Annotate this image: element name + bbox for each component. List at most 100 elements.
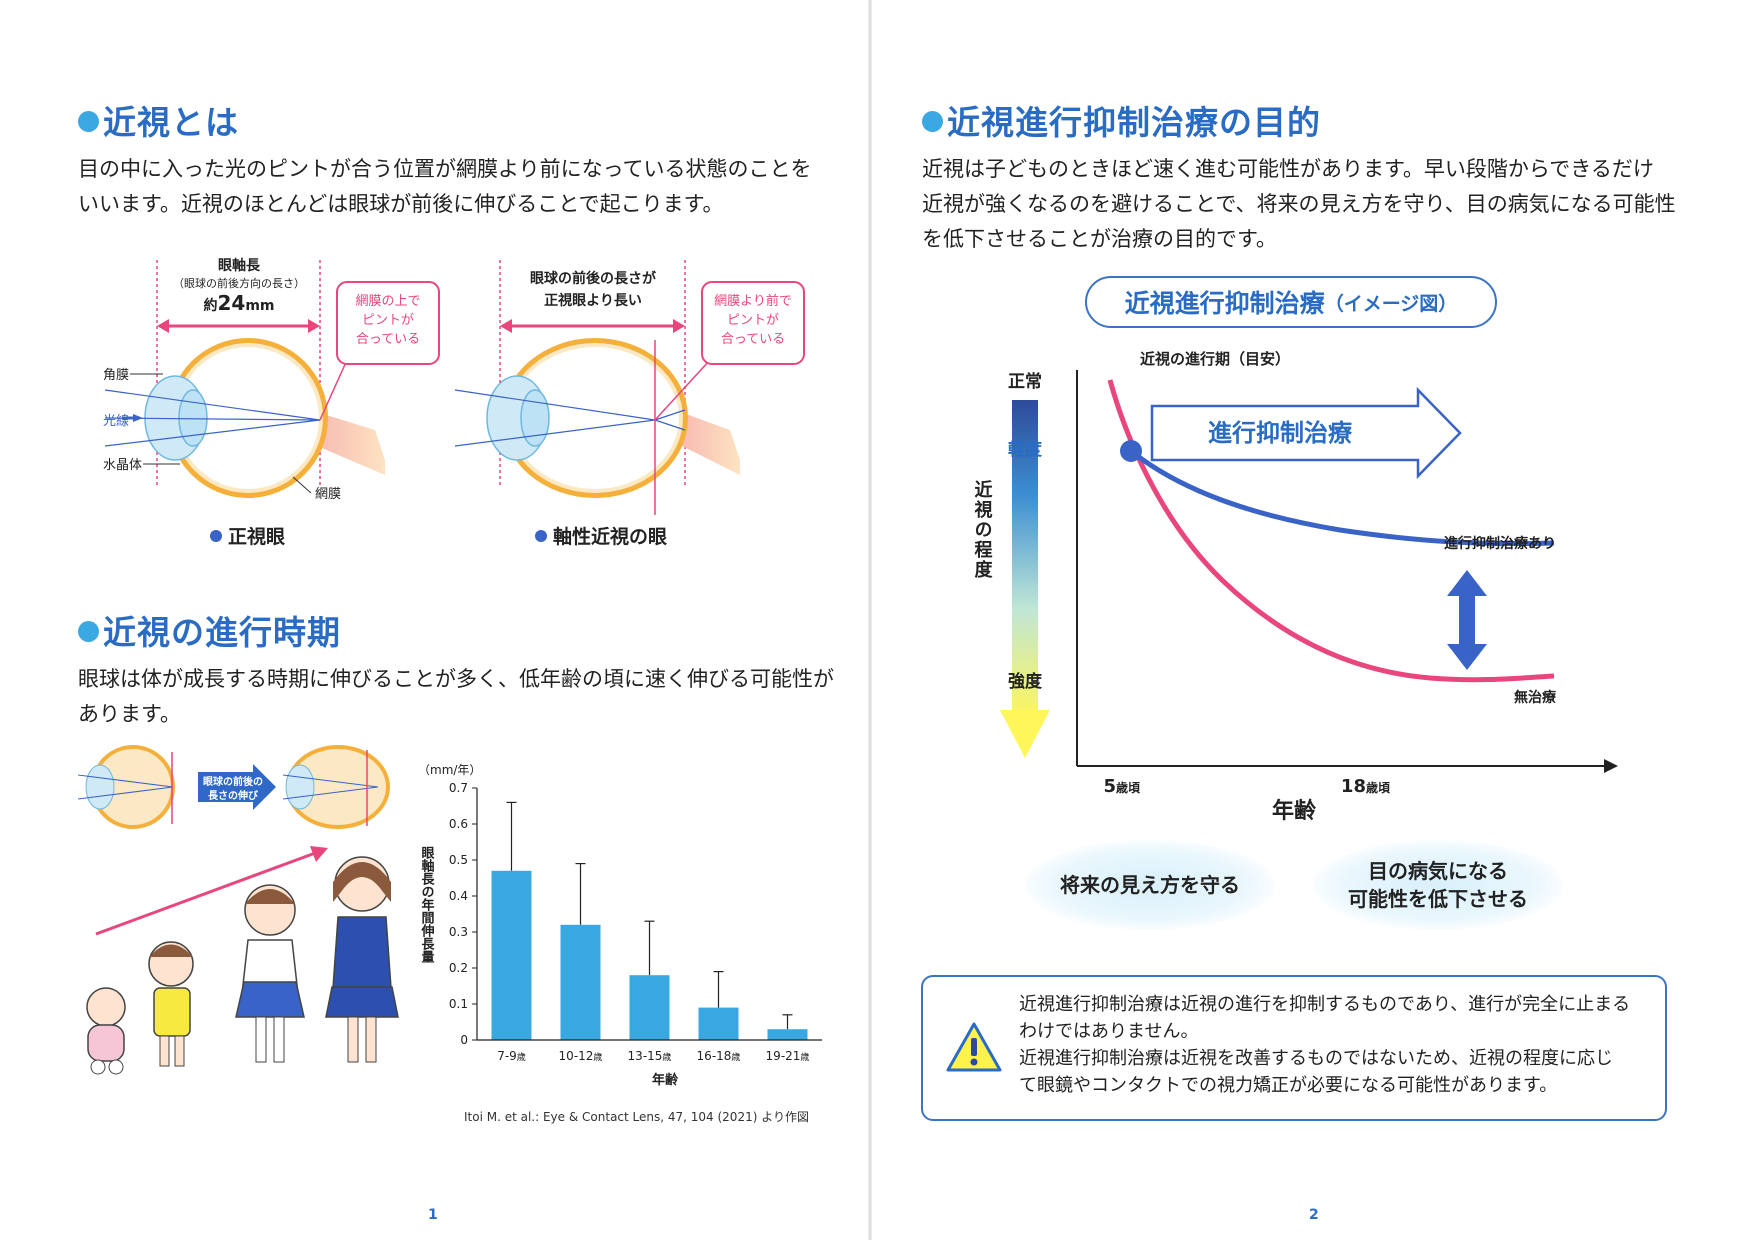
myopic-eye: 眼球の前後の長さが 正視眼より長い 網膜より前で ピントが 合っている — [454, 260, 805, 548]
axial-growth-bar-chart: （mm/年） 眼軸長の年間伸長量 00.10.20.30.40.50.60.7 … — [418, 763, 822, 1088]
caption-myopic-eye: 軸性近視の眼 — [553, 525, 667, 548]
y-tick-label: 0.7 — [449, 781, 468, 795]
callout-text: ピントが — [727, 313, 779, 328]
scale-mild-label: 軽度 — [1008, 439, 1043, 460]
callout-text: 合っている — [356, 332, 420, 347]
y-tick-label: 0.2 — [449, 961, 468, 975]
page-1: 近視とは 目の中に入った光のピントが合う位置が網膜より前になっている状態のことを… — [0, 0, 868, 1240]
heading-myopia: 近視とは — [78, 96, 239, 144]
caution-notice-box: 近視進行抑制治療は近視の進行を抑制するものであり、進行が完全に止まる わけではあ… — [921, 975, 1667, 1121]
y-axis-label: 近視の程度 — [972, 479, 994, 580]
chart-x-ticks: 7-9歳 10-12歳 13-15歳 16-18歳 19-21歳 — [497, 1049, 809, 1063]
page-number: 1 — [428, 1207, 438, 1223]
normal-eye: 眼軸長 （眼球の前後方向の長さ） 約24mm 角膜 光線 水晶体 — [103, 257, 440, 548]
treated-curve — [1129, 449, 1555, 547]
benefit-protect-vision: 将来の見え方を守る — [1025, 840, 1275, 930]
small-eye-left — [78, 745, 175, 829]
y-tick-label: 0.1 — [449, 997, 468, 1011]
progression-description: 眼球は体が成長する時期に伸びることが多く、低年齢の頃に速く伸びる可能性が ありま… — [78, 662, 858, 732]
caution-line: 近視進行抑制治療は近視を改善するものではないため、近視の程度に応じ — [1019, 1048, 1613, 1069]
axial-length-value: 約24mm — [203, 291, 274, 315]
x-tick-label: 19-21歳 — [766, 1049, 810, 1063]
myopia-description: 目の中に入った光のピントが合う位置が網膜より前になっている状態のことを いいます… — [78, 152, 858, 222]
myopic-note: 正視眼より長い — [544, 292, 642, 309]
benefit-reduce-disease-risk: 目の病気になる可能性を低下させる — [1313, 840, 1563, 930]
severity-arrow-head — [1000, 710, 1050, 758]
growth-illustration: 眼球の前後の 長さの伸び — [78, 745, 399, 1075]
schoolgirl-figure — [235, 884, 305, 1063]
page-gutter — [868, 0, 872, 1240]
eye-diagrams: 眼軸長 （眼球の前後方向の長さ） 約24mm 角膜 光線 水晶体 — [103, 257, 805, 548]
benefit-text: 将来の見え方を守る — [1060, 873, 1240, 897]
x-tick-label: 10-12歳 — [559, 1049, 603, 1063]
heading-progression-period: 近視の進行時期 — [78, 606, 341, 654]
untreated-line-label: 無治療 — [1514, 689, 1557, 706]
heading-text: 近視進行抑制治療の目的 — [947, 103, 1321, 142]
myopic-note: 眼球の前後の長さが — [530, 270, 657, 287]
student-figure — [325, 856, 399, 1063]
para-line: いいます。近視のほとんどは眼球が前後に伸びることで起こります。 — [78, 192, 724, 216]
label-retina: 網膜 — [315, 487, 341, 502]
y-tick-label: 0 — [460, 1033, 468, 1047]
child-figure — [148, 941, 194, 1067]
scale-strong-label: 強度 — [1008, 671, 1043, 692]
treatment-purpose-description: 近視は子どものときほど速く進む可能性があります。早い段階からできるだけ 近視が強… — [922, 152, 1712, 257]
para-line: 眼球は体が成長する時期に伸びることが多く、低年齢の頃に速く伸びる可能性が — [78, 667, 834, 691]
bar — [491, 870, 532, 1040]
para-line: 近視は子どものときほど速く進む可能性があります。早い段階からできるだけ — [922, 157, 1654, 181]
heading-text: 近視とは — [103, 103, 239, 142]
callout-text: 合っている — [721, 332, 785, 347]
para-line: 目の中に入った光のピントが合う位置が網膜より前になっている状態のことを — [78, 157, 812, 181]
x-tick-label: 16-18歳 — [697, 1049, 741, 1063]
heading-treatment-purpose: 近視進行抑制治療の目的 — [922, 96, 1321, 144]
progression-period-label: 近視の進行期（目安） — [1140, 350, 1290, 368]
growth-arrow — [198, 764, 276, 810]
x-tick-label: 13-15歳 — [628, 1049, 672, 1063]
label-cornea: 角膜 — [103, 368, 129, 383]
growth-arrow-label: 眼球の前後の — [203, 775, 263, 788]
chart-unit-label: （mm/年） — [418, 763, 481, 777]
diagram-title-sub: （イメージ図） — [1324, 292, 1458, 315]
benefit-text: 可能性を低下させる — [1348, 887, 1528, 911]
treatment-start-point — [1120, 440, 1142, 462]
baby-figure — [86, 987, 126, 1075]
axial-length-sub: （眼球の前後方向の長さ） — [173, 276, 305, 290]
x-tick-label: 7-9歳 — [497, 1049, 526, 1063]
label-light: 光線 — [103, 413, 129, 429]
para-line: を低下させることが治療の目的です。 — [922, 227, 1277, 251]
label-lens: 水晶体 — [103, 458, 142, 473]
x-tick-5: 5歳頃 — [1103, 776, 1141, 797]
caution-line: わけではありません。 — [1019, 1021, 1199, 1042]
caution-line: て眼鏡やコンタクトでの視力矯正が必要になる可能性があります。 — [1019, 1075, 1558, 1096]
bullet-dot-icon — [78, 621, 99, 642]
untreated-curve — [1107, 379, 1555, 683]
bullet-dot-icon — [922, 111, 943, 132]
axial-length-title: 眼軸長 — [218, 257, 261, 274]
warning-icon — [946, 1022, 1002, 1072]
x-axis-label: 年齢 — [1272, 798, 1317, 824]
y-tick-label: 0.5 — [449, 853, 468, 867]
difference-double-arrow — [1447, 570, 1487, 670]
callout-text: 網膜より前で — [714, 293, 792, 309]
growth-trend-arrow — [95, 850, 319, 936]
heading-text: 近視の進行時期 — [103, 613, 341, 652]
treated-line-label: 進行抑制治療あり — [1444, 535, 1556, 552]
bar — [629, 975, 670, 1040]
chart-bars — [491, 801, 808, 1040]
growth-arrow-label: 長さの伸び — [208, 789, 258, 802]
bullet-dot-icon — [78, 111, 99, 132]
source-citation: Itoi M. et al.: Eye & Contact Lens, 47, … — [464, 1110, 809, 1124]
x-tick-18: 18歳頃 — [1341, 776, 1391, 797]
caution-line: 近視進行抑制治療は近視の進行を抑制するものであり、進行が完全に止まる — [1019, 994, 1631, 1015]
caption-normal-eye: 正視眼 — [228, 525, 285, 548]
treatment-image-diagram: 近視の進行期（目安） 正常 軽度 強度 近視の程度 進行抑制治療 進行抑制治療あ… — [972, 350, 1618, 824]
page-number: 2 — [1309, 1207, 1319, 1223]
scale-normal-label: 正常 — [1008, 371, 1042, 392]
para-line: 近視が強くなるのを避けることで、将来の見え方を守り、目の病気になる可能性 — [922, 192, 1676, 216]
y-tick-label: 0.6 — [449, 817, 468, 831]
caution-text: 近視進行抑制治療は近視の進行を抑制するものであり、進行が完全に止まる わけではあ… — [1019, 991, 1659, 1099]
benefit-text: 目の病気になる — [1368, 859, 1508, 883]
bar — [698, 1007, 739, 1040]
y-tick-label: 0.4 — [449, 889, 468, 903]
